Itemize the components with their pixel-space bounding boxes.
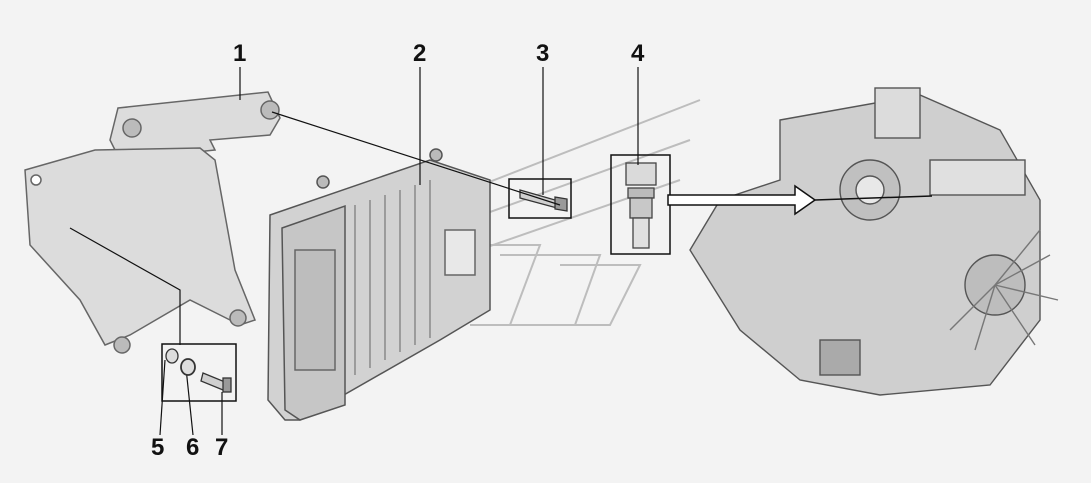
callout-1: 1	[233, 40, 247, 67]
callout-2: 2	[413, 40, 427, 67]
callout-4: 4	[631, 40, 645, 67]
callout-7: 7	[215, 434, 229, 461]
sensor-part	[625, 162, 657, 249]
callout-5: 5	[151, 434, 165, 461]
callout-3: 3	[536, 40, 550, 67]
bracket-part	[24, 91, 281, 354]
callout-6: 6	[186, 434, 200, 461]
washer-5	[165, 348, 179, 364]
installation-arrow	[667, 184, 933, 216]
washer-6	[180, 358, 196, 376]
screw-7	[200, 372, 232, 393]
ecu-module-part	[267, 148, 491, 421]
engine-assembly	[689, 87, 1059, 396]
